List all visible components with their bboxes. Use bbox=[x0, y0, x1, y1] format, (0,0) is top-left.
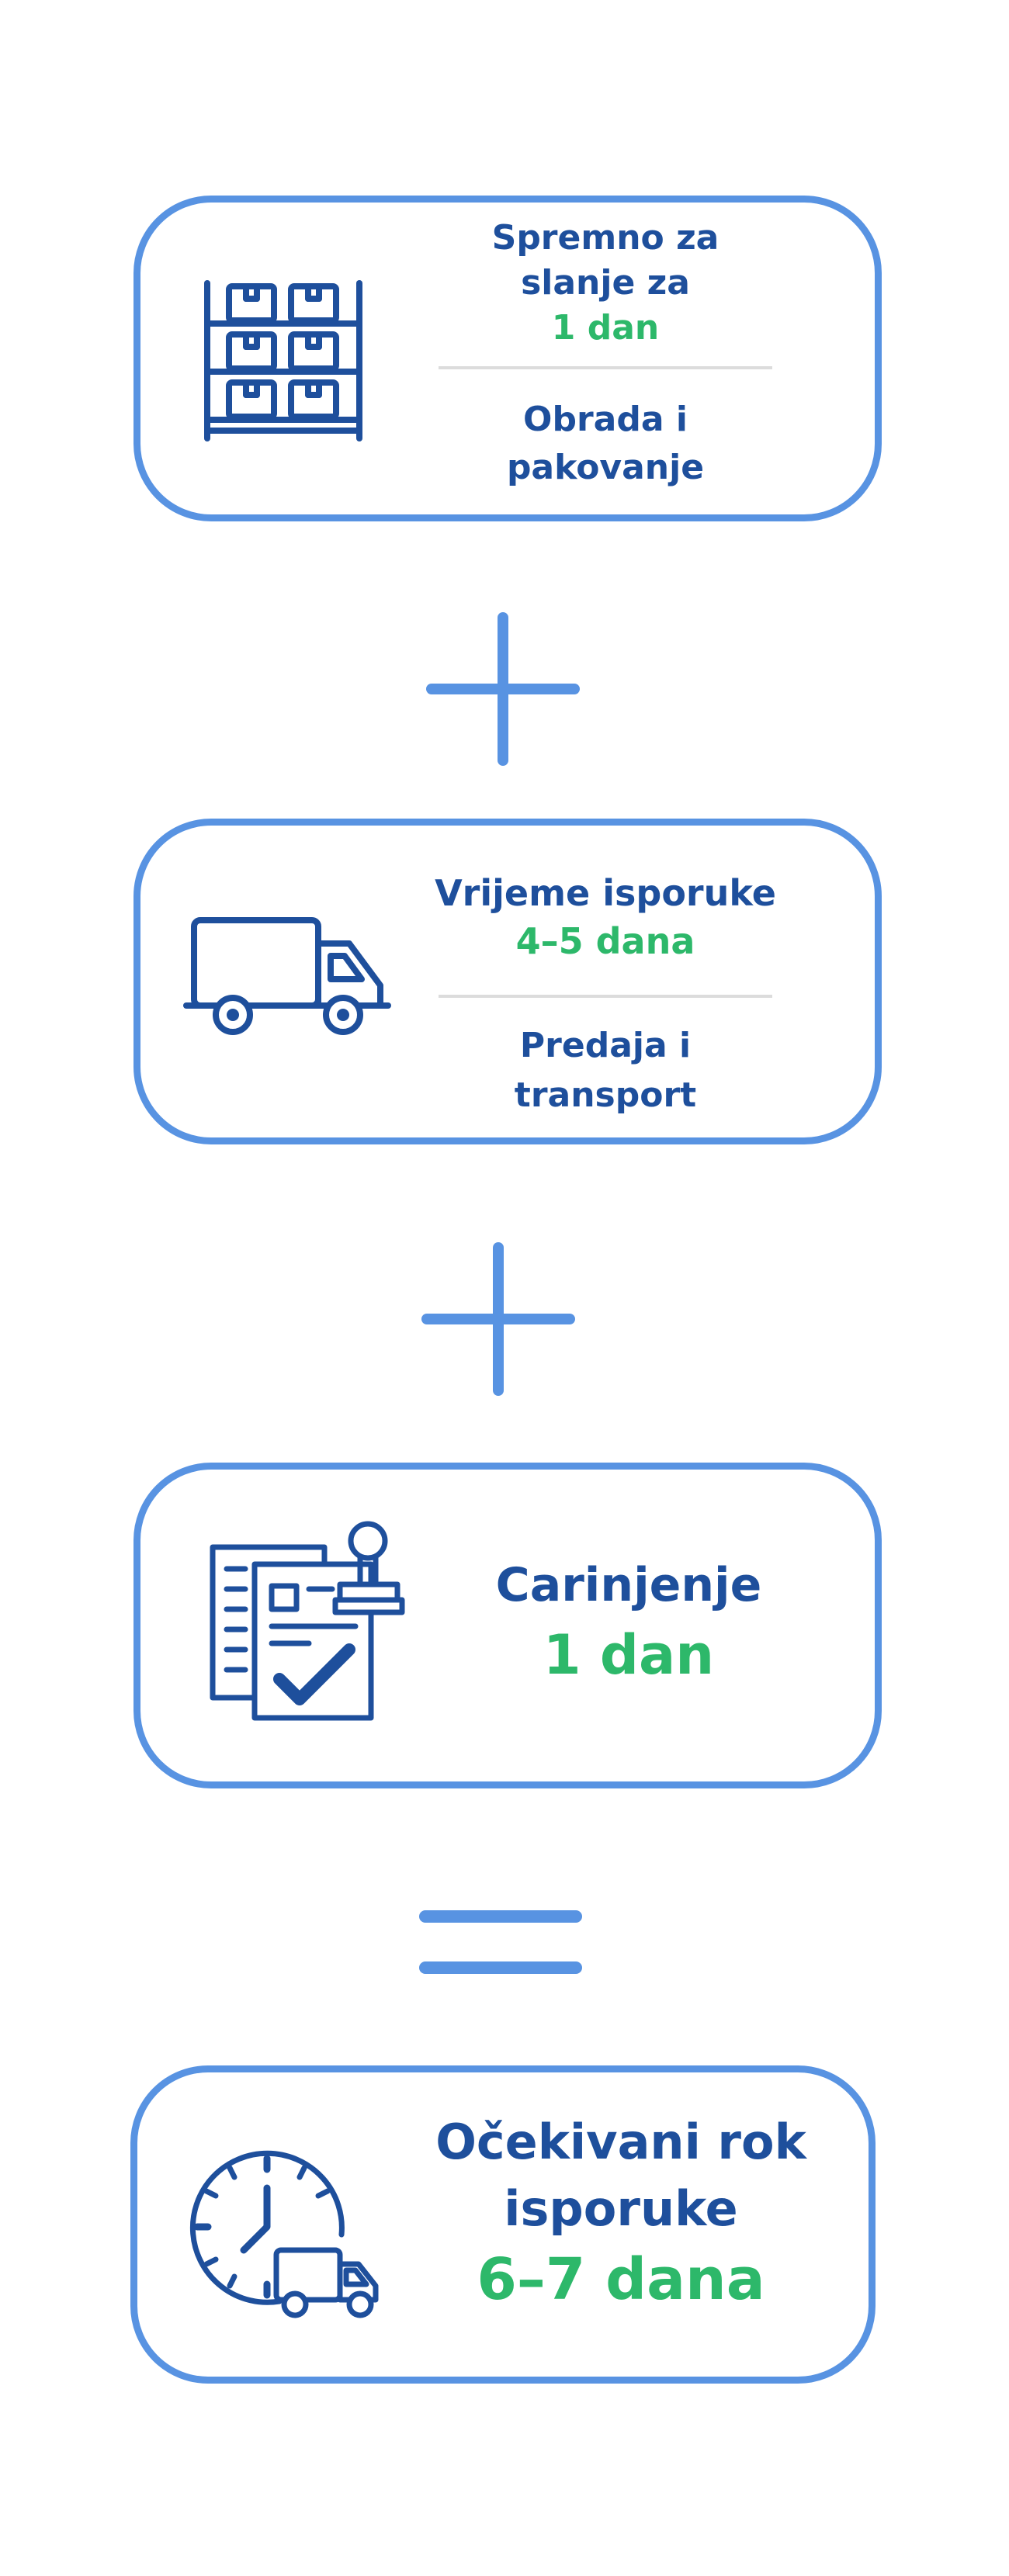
step-2-title: Vrijeme isporuke 4–5 dana bbox=[419, 869, 792, 965]
step-1-divider bbox=[439, 366, 772, 369]
step-2-title-line: Vrijeme isporuke bbox=[435, 872, 776, 914]
step-3-duration: 1 dan bbox=[543, 1623, 715, 1687]
step-1-title-line: slanje za bbox=[521, 263, 690, 303]
step-card-customs bbox=[133, 1463, 882, 1788]
result-title: Očekivani rok isporuke 6–7 dana bbox=[404, 2109, 838, 2317]
warehouse-shelf-icon bbox=[204, 280, 362, 441]
step-3-title: Carinjenje 1 dan bbox=[442, 1550, 815, 1690]
step-2-subtitle: Predaja i transport bbox=[435, 1021, 776, 1120]
step-card-processing bbox=[133, 196, 882, 521]
step-1-subtitle: Obrada i pakovanje bbox=[435, 396, 776, 492]
step-2-divider bbox=[439, 995, 772, 998]
equals-operator bbox=[419, 1910, 582, 1974]
result-card bbox=[130, 2065, 876, 2384]
plus-operator bbox=[426, 612, 580, 766]
delivery-truck-icon bbox=[183, 917, 391, 1035]
customs-document-stamp-icon bbox=[210, 1521, 405, 1721]
result-title-line: Očekivani rok bbox=[435, 2114, 806, 2170]
result-duration: 6–7 dana bbox=[477, 2246, 765, 2313]
step-1-title: Spremno za slanje za 1 dan bbox=[435, 216, 776, 351]
result-title-line: isporuke bbox=[504, 2180, 738, 2237]
step-2-subtitle-line: Predaja i bbox=[519, 1026, 692, 1065]
step-1-subtitle-line: Obrada i bbox=[523, 400, 688, 439]
clock-truck-icon bbox=[189, 2150, 379, 2318]
step-1-duration: 1 dan bbox=[551, 308, 660, 348]
step-3-title-line: Carinjenje bbox=[495, 1558, 762, 1612]
plus-operator bbox=[421, 1242, 575, 1396]
step-2-subtitle-line: transport bbox=[514, 1075, 697, 1115]
step-card-transport bbox=[133, 819, 882, 1144]
step-1-subtitle-line: pakovanje bbox=[506, 448, 705, 487]
step-2-duration: 4–5 dana bbox=[515, 920, 695, 962]
step-1-title-line: Spremno za bbox=[491, 218, 719, 258]
